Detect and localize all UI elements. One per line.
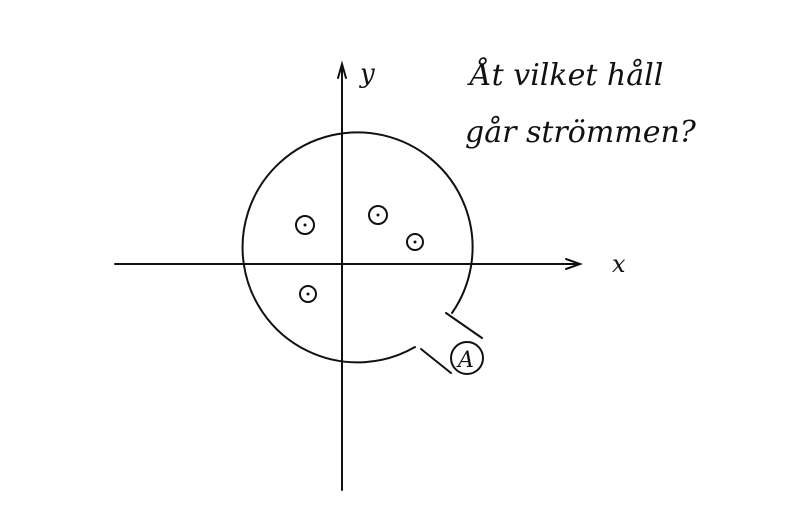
label-a-circle (450, 341, 484, 375)
opening-edge-lower (420, 348, 452, 374)
current-dot-3 (406, 233, 424, 251)
current-dot-4 (299, 285, 317, 303)
current-dot-1 (295, 215, 315, 235)
x-axis-arrow-icon (565, 258, 583, 270)
y-axis-arrow-icon (337, 60, 347, 79)
question-line-2: går strömmen? (465, 115, 697, 150)
question-line-1: Åt vilket håll (467, 57, 663, 93)
opening-edge-upper (445, 312, 483, 339)
conductor-cross-section (241, 131, 474, 364)
x-axis-label: x (612, 250, 626, 278)
current-dot-2 (368, 205, 388, 225)
y-axis-label: y (359, 59, 375, 89)
label-a: A (456, 348, 474, 373)
